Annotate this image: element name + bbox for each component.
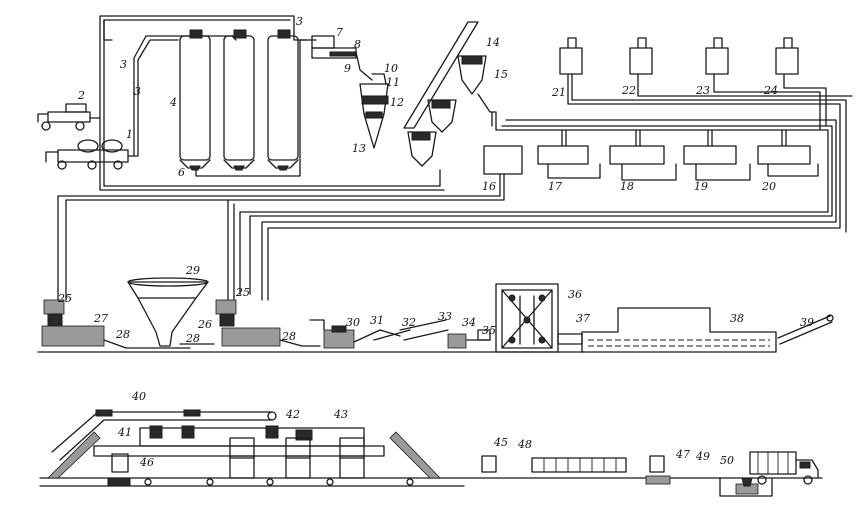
label-49: 49: [695, 450, 710, 463]
label-45: 45: [493, 436, 508, 449]
label-28c: 28: [281, 330, 296, 343]
label-6: 6: [178, 166, 185, 179]
label-28a: 28: [115, 328, 130, 341]
label-4: 4: [169, 96, 177, 109]
label-48: 48: [517, 438, 532, 451]
label-25a: 25: [57, 292, 72, 305]
label-25b: 25: [235, 286, 250, 299]
label-41: 41: [117, 426, 132, 439]
label-34: 34: [462, 316, 476, 329]
label-14: 14: [486, 36, 500, 49]
label-35: 35: [482, 324, 496, 337]
label-27: 27: [93, 312, 108, 325]
label-7: 7: [336, 26, 343, 39]
label-20: 20: [761, 180, 776, 193]
label-29: 29: [185, 264, 200, 277]
label-31: 31: [370, 314, 384, 327]
label-12: 12: [390, 96, 404, 109]
label-43: 43: [333, 408, 348, 421]
label-8: 8: [354, 38, 361, 51]
label-46: 46: [139, 456, 154, 469]
label-36: 36: [568, 288, 582, 301]
label-39: 39: [800, 316, 814, 329]
label-3b: 3: [134, 85, 141, 98]
label-28b: 28: [185, 332, 200, 345]
delivery-trucks: [37, 103, 129, 170]
label-22: 22: [621, 84, 636, 97]
label-1: 1: [126, 128, 133, 141]
label-37: 37: [576, 312, 590, 325]
reference-labels: 2 1 3 3 3 4 6 7 8 9 10 11 12 13 14 15 16…: [57, 15, 814, 469]
label-26: 26: [197, 318, 212, 331]
label-23: 23: [695, 84, 710, 97]
control-boxes: [483, 37, 811, 175]
label-11: 11: [386, 76, 400, 89]
label-47: 47: [675, 448, 690, 461]
label-15: 15: [494, 68, 508, 81]
inclined-elevator-hoppers: [403, 21, 521, 167]
cyclone-filter-units: [311, 35, 389, 149]
label-32: 32: [402, 316, 416, 329]
label-19: 19: [694, 180, 708, 193]
treatment-line: [39, 409, 823, 497]
label-50: 50: [720, 454, 734, 467]
forming-line: [37, 277, 834, 353]
signal-network: [57, 73, 853, 301]
label-16: 16: [482, 180, 496, 193]
label-3c: 3: [296, 15, 303, 28]
label-38: 38: [730, 312, 744, 325]
label-24: 24: [763, 84, 778, 97]
label-3a: 3: [120, 58, 127, 71]
label-33: 33: [438, 310, 452, 323]
label-2: 2: [77, 89, 85, 102]
label-30: 30: [346, 316, 360, 329]
label-18: 18: [620, 180, 634, 193]
label-21: 21: [551, 86, 566, 99]
silos: [179, 29, 317, 177]
label-13: 13: [352, 142, 366, 155]
label-9: 9: [344, 62, 351, 75]
label-42: 42: [285, 408, 300, 421]
label-40: 40: [131, 390, 146, 403]
label-17: 17: [548, 180, 562, 193]
label-10: 10: [384, 62, 398, 75]
